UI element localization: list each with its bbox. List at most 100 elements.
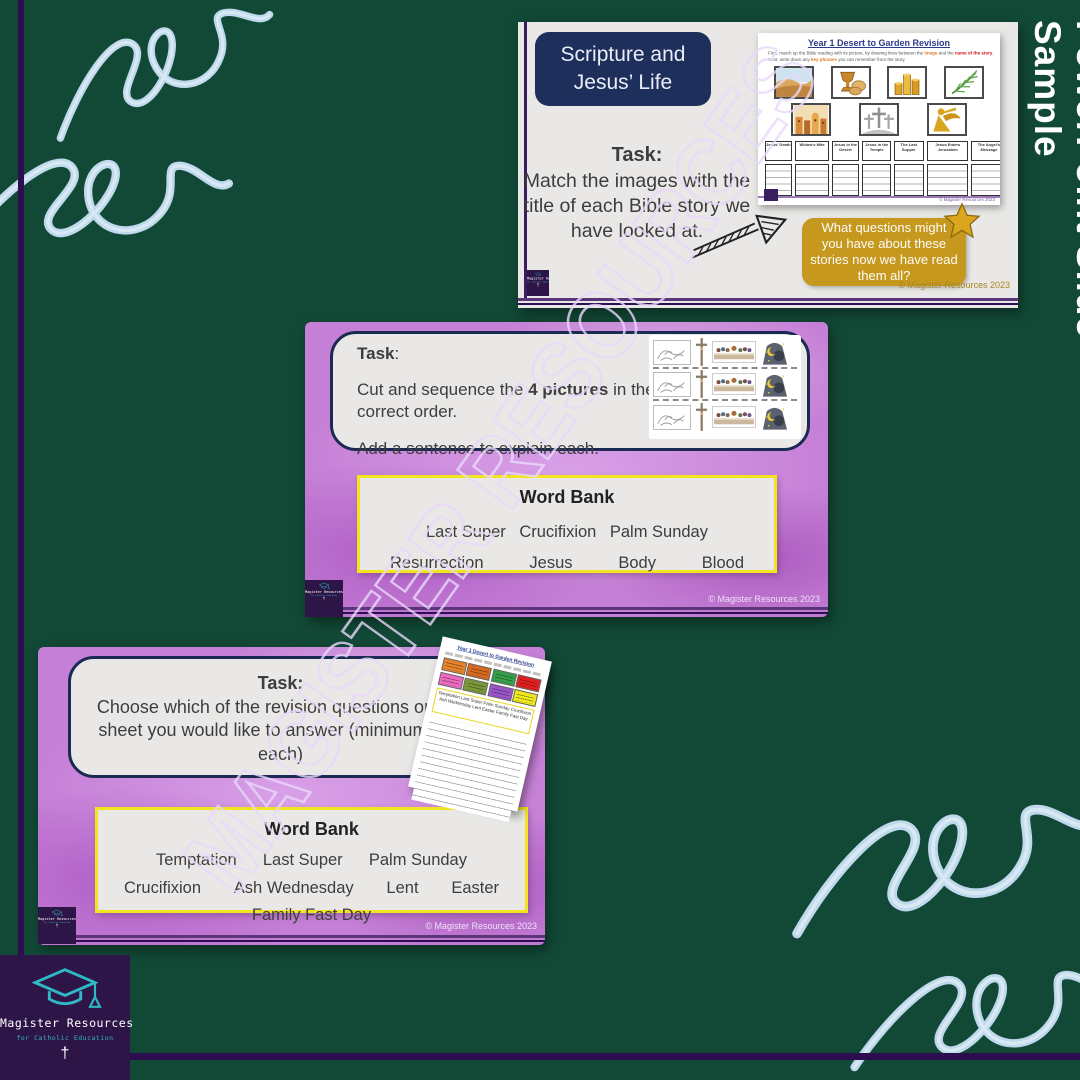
instr1-post: . bbox=[992, 50, 994, 56]
question-prompt-text: What questions might you have about thes… bbox=[810, 220, 958, 283]
slide3-task-body: Choose which of the revision questions o… bbox=[96, 697, 465, 764]
instr1-pre: First, match up the Bible reading with i… bbox=[768, 50, 925, 56]
instr2-pre: Next, write down any bbox=[768, 57, 812, 63]
crucifix-image bbox=[695, 337, 708, 367]
instr1-highlight-image: image bbox=[924, 50, 938, 56]
cross-icon: † bbox=[55, 923, 59, 928]
picture-row bbox=[653, 337, 797, 369]
slide3-logo-badge: Magister Resources for Catholic Educatio… bbox=[38, 907, 76, 944]
cross-icon: † bbox=[536, 282, 540, 288]
answer-column: Jesus in the Desert bbox=[831, 141, 859, 196]
logo-tagline: for Catholic Education bbox=[43, 921, 71, 924]
story-label: Jesus in the Temple bbox=[864, 142, 888, 153]
instr1-highlight-name: name of the story bbox=[954, 50, 993, 56]
slide2-copyright: © Magister Resources 2023 bbox=[708, 594, 820, 604]
slide1-title-box: Scripture and Jesus’ Life bbox=[535, 32, 711, 106]
word-bank-word: Temptation bbox=[156, 851, 237, 869]
word-bank-title: Word Bank bbox=[519, 487, 615, 507]
slide-scripture-and-jesus-life: Scripture and Jesus’ Life Task: Match th… bbox=[518, 22, 1018, 308]
writing-lines bbox=[893, 164, 924, 196]
worksheet-title: Year 1 Desert to Garden Revision bbox=[807, 38, 951, 48]
palm-sunday-sketch-image bbox=[653, 339, 691, 365]
word-bank-word: Crucifixion bbox=[519, 523, 597, 541]
cross-icon: † bbox=[60, 1045, 70, 1062]
slide2-bottom-bar-dark bbox=[305, 612, 828, 614]
instr2-post: you can remember from the story. bbox=[837, 57, 906, 63]
writing-lines bbox=[831, 164, 859, 196]
logo-tagline: for Catholic Education bbox=[310, 594, 338, 597]
palm-branch-image bbox=[943, 66, 984, 99]
slide3-word-bank: Word Bank Temptation Last Super Palm Sun… bbox=[95, 807, 528, 924]
cut-out-pictures-strip bbox=[649, 335, 801, 439]
word-bank-title: Word Bank bbox=[264, 819, 359, 839]
slide2-task1-pre: Cut and sequence the bbox=[357, 380, 529, 399]
chalice-and-bread-image bbox=[830, 66, 871, 99]
desert-image bbox=[774, 66, 814, 99]
last-supper-image bbox=[712, 341, 756, 363]
worksheet-instructions: First, match up the Bible reading with i… bbox=[768, 50, 1000, 63]
story-label: Jesus' Death bbox=[766, 142, 791, 148]
logo-name: Magister Resources bbox=[38, 917, 76, 921]
slide1-bottom-bar bbox=[518, 298, 1018, 301]
side-label: PowerPoint Slide Sample bbox=[1027, 20, 1080, 339]
worksheet-images-row2 bbox=[758, 99, 1000, 136]
story-label: The Angel's Message bbox=[977, 142, 1000, 153]
palm-sunday-sketch-image bbox=[653, 371, 691, 397]
slide1-bottom-bar-dark bbox=[518, 303, 1018, 305]
worksheet-images-row1 bbox=[758, 63, 1000, 99]
word-bank-word: Last Super bbox=[262, 851, 343, 869]
slide1-copyright: © Magister Resources 2023 bbox=[898, 280, 1010, 290]
writing-lines bbox=[861, 164, 891, 196]
logo-name: Magister Resources bbox=[0, 1016, 134, 1030]
slide1-left-accent bbox=[524, 22, 527, 298]
crucifix-image bbox=[695, 369, 708, 399]
slide2-task1-post: in the correct order. bbox=[357, 380, 655, 422]
star-icon bbox=[942, 202, 982, 240]
magister-logo-block: Magister Resources for Catholic Educatio… bbox=[0, 955, 134, 1080]
picture-row bbox=[653, 369, 797, 401]
story-label: Jesus in the Desert bbox=[833, 142, 857, 153]
slide-revision-questions: Task: Choose which of the revision quest… bbox=[38, 636, 552, 945]
writing-lines bbox=[971, 164, 1000, 196]
story-label: Jesus Enters Jerusalem bbox=[934, 142, 960, 153]
slide3-task-box: Task: Choose which of the revision quest… bbox=[68, 656, 493, 778]
word-bank-word: Family Fast Day bbox=[251, 906, 372, 924]
graduation-cap-icon bbox=[27, 964, 103, 1014]
cross-icon: † bbox=[322, 596, 326, 601]
crucifix-image bbox=[695, 402, 708, 432]
slide2-task2: Add a sentence to explain each. bbox=[357, 439, 599, 459]
last-supper-image bbox=[712, 373, 756, 395]
logo-tagline: for Catholic Education bbox=[16, 1034, 114, 1042]
word-bank-word: Crucifixion bbox=[124, 879, 202, 897]
slide3-copyright: © Magister Resources 2023 bbox=[425, 921, 537, 931]
three-crosses-image bbox=[859, 103, 899, 136]
logo-tagline: for Catholic Education bbox=[527, 280, 549, 284]
empty-tomb-image bbox=[760, 338, 789, 366]
logo-name: Magister Resources bbox=[305, 590, 343, 594]
gold-angel-image bbox=[927, 103, 967, 136]
graduation-cap-icon bbox=[318, 582, 331, 590]
word-bank-word: Lent bbox=[386, 879, 419, 897]
empty-tomb-image bbox=[760, 370, 789, 398]
answer-column: Jesus' Death bbox=[765, 141, 792, 196]
slide3-task-heading: Task: bbox=[257, 673, 304, 693]
palm-sunday-sketch-image bbox=[653, 404, 691, 430]
slide2-word-bank: Word Bank Last Super Crucifixion Palm Su… bbox=[357, 475, 777, 573]
answer-column: Widow's Mite bbox=[794, 141, 829, 196]
writing-lines bbox=[794, 164, 829, 196]
slide3-bottom-bar-dark bbox=[38, 940, 545, 942]
left-accent-line bbox=[18, 0, 24, 1080]
answer-column: Jesus in the Temple bbox=[861, 141, 891, 196]
slide1-task-heading: Task: bbox=[611, 144, 663, 166]
slide2-task-heading: Task bbox=[357, 344, 395, 363]
slide2-logo-badge: Magister Resources for Catholic Educatio… bbox=[305, 580, 343, 617]
answer-column: Jesus Enters Jerusalem bbox=[926, 141, 969, 196]
word-bank-word: Body bbox=[618, 554, 656, 572]
logo-name: Magister Resources bbox=[527, 276, 549, 281]
worksheet-preview: Year 1 Desert to Garden Revision First, … bbox=[758, 33, 1000, 205]
word-bank-word: Blood bbox=[701, 554, 744, 572]
word-bank-word: Easter bbox=[451, 879, 499, 897]
story-label: The Last Supper bbox=[900, 142, 917, 153]
worksheet-copyright: © Magister Resources 2023 bbox=[939, 197, 995, 202]
